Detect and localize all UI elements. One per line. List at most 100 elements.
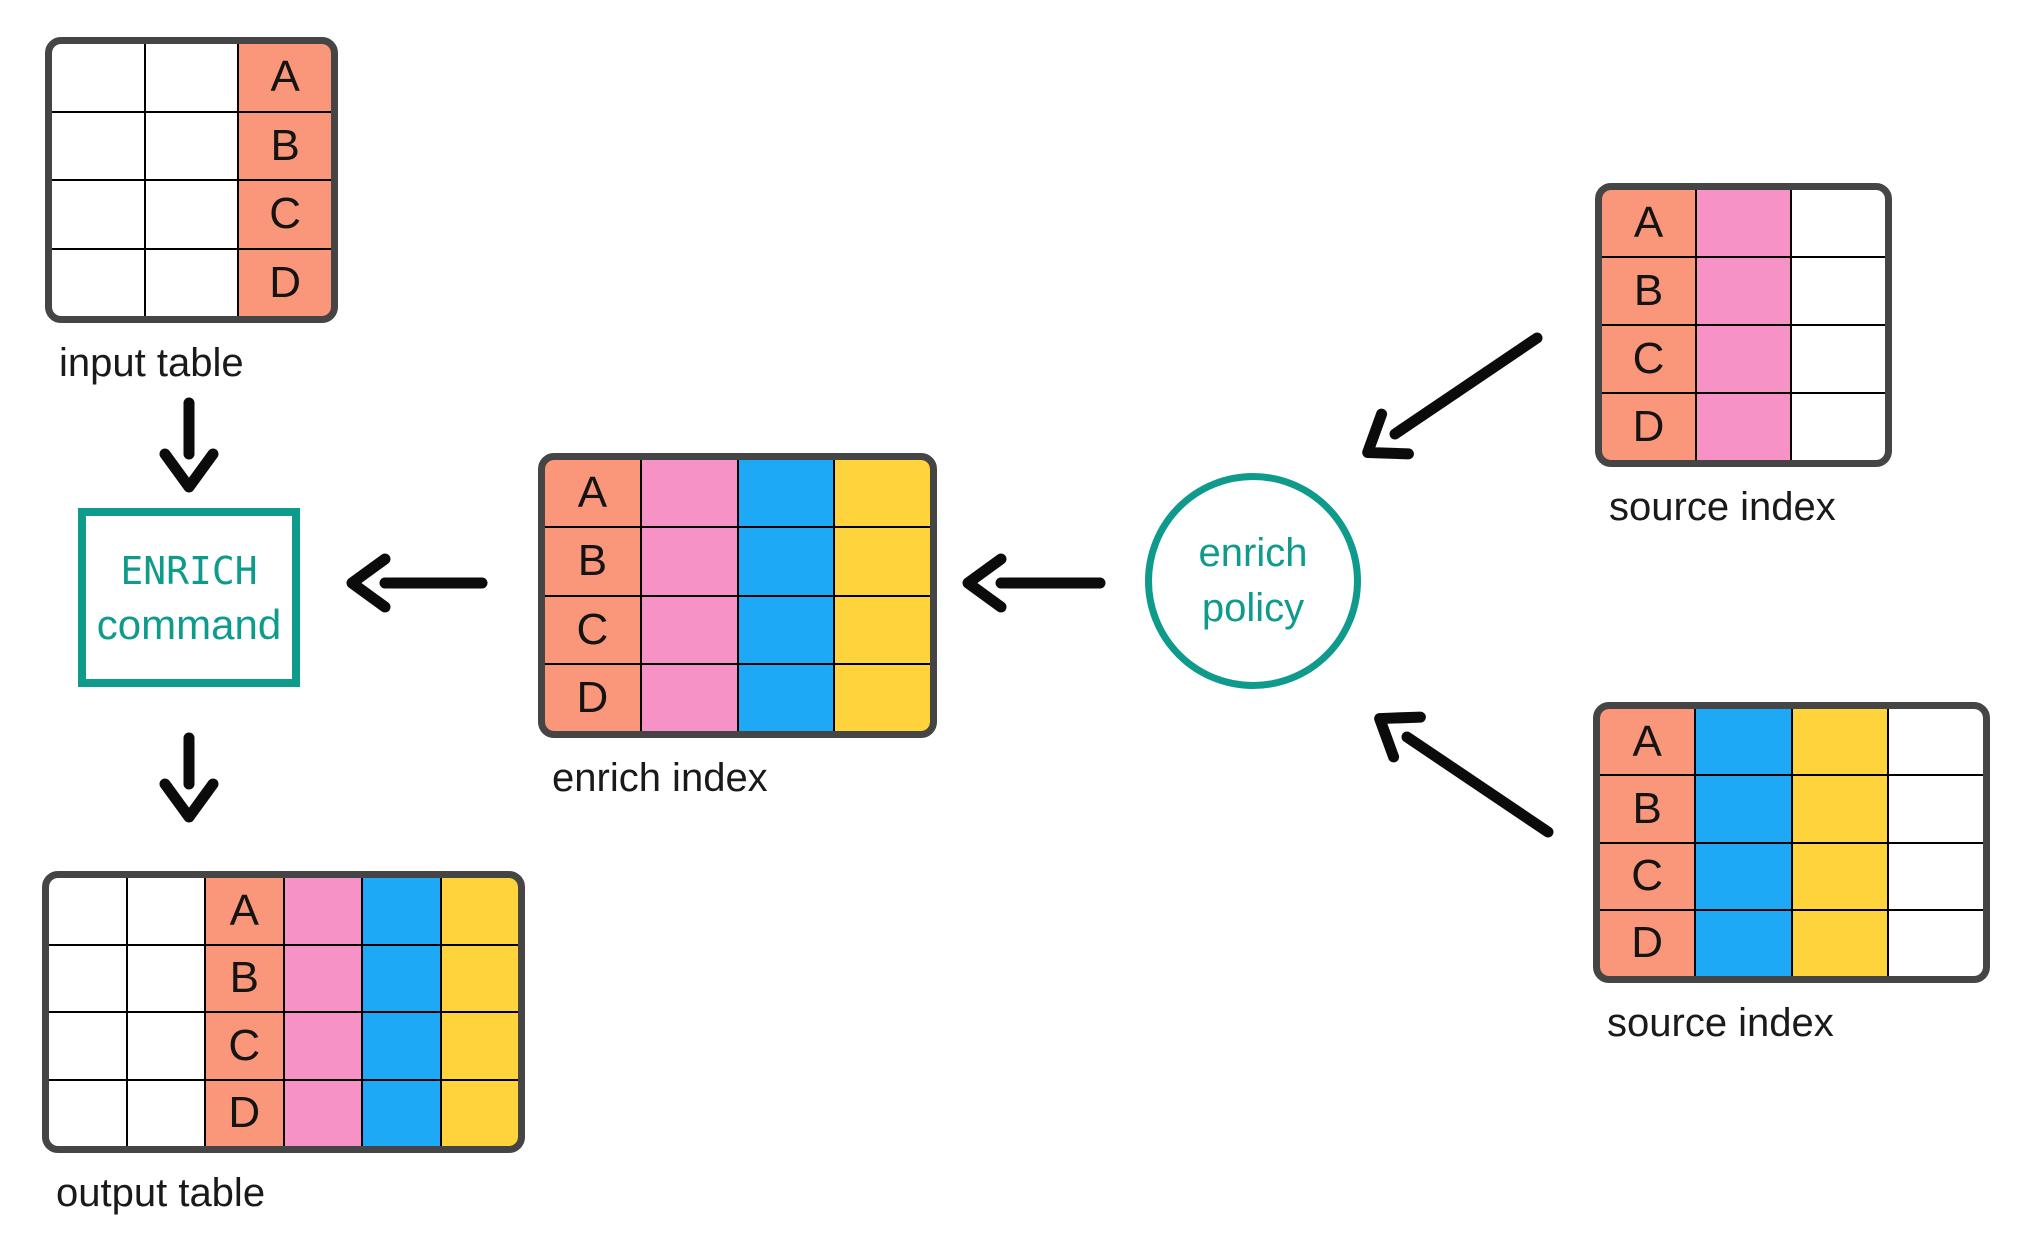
table-cell bbox=[52, 112, 144, 179]
table-cell bbox=[363, 1080, 440, 1146]
table-cell bbox=[641, 528, 737, 595]
enrich-command-box: ENRICH command bbox=[78, 508, 300, 687]
table-cell bbox=[1888, 776, 1983, 842]
table-cell bbox=[145, 112, 238, 179]
table-cell bbox=[1696, 776, 1791, 842]
table-cell: D bbox=[1600, 910, 1695, 976]
table-cell bbox=[835, 596, 930, 663]
table-cell: B bbox=[206, 945, 283, 1011]
output-table-label: output table bbox=[56, 1171, 266, 1215]
enrich-command-line2: command bbox=[96, 600, 282, 648]
table-cell bbox=[1697, 258, 1790, 324]
table-cell bbox=[1696, 709, 1791, 775]
table-cell: A bbox=[206, 878, 283, 944]
table-cell bbox=[1792, 326, 1885, 392]
table-cell bbox=[1792, 258, 1885, 324]
table-cell bbox=[1792, 394, 1885, 460]
table-cell bbox=[52, 181, 144, 248]
table-cell bbox=[49, 1080, 126, 1146]
table-cell bbox=[49, 1013, 126, 1079]
table-cell bbox=[738, 664, 834, 731]
table-cell bbox=[127, 1080, 204, 1146]
table-cell: A bbox=[1602, 190, 1695, 256]
table-cell bbox=[145, 181, 238, 248]
table-cell: B bbox=[1600, 776, 1695, 842]
source-index-top-label: source index bbox=[1609, 485, 1836, 529]
table-cell: C bbox=[1600, 843, 1695, 909]
table-cell bbox=[441, 945, 518, 1011]
table-cell bbox=[1697, 190, 1790, 256]
table-cell bbox=[49, 945, 126, 1011]
table-cell bbox=[363, 878, 440, 944]
enrich-policy-circle: enrich policy bbox=[1145, 473, 1361, 689]
table-cell bbox=[284, 878, 361, 944]
table-cell bbox=[52, 44, 144, 111]
table-cell bbox=[835, 528, 930, 595]
enrich-command-line1: ENRICH bbox=[120, 548, 258, 593]
table-cell bbox=[641, 460, 737, 527]
table-cell bbox=[641, 596, 737, 663]
table-cell: D bbox=[239, 249, 331, 316]
table-cell bbox=[145, 44, 238, 111]
table-cell bbox=[1888, 910, 1983, 976]
table-cell bbox=[738, 596, 834, 663]
table-cell bbox=[441, 878, 518, 944]
table-cell: B bbox=[545, 528, 640, 595]
table-cell: C bbox=[545, 596, 640, 663]
table-cell bbox=[1697, 326, 1790, 392]
table-cell: D bbox=[206, 1080, 283, 1146]
input-table-label: input table bbox=[59, 341, 244, 385]
enrich-index-table-label: enrich index bbox=[552, 756, 768, 800]
table-cell: C bbox=[1602, 326, 1695, 392]
table-cell: D bbox=[545, 664, 640, 731]
table-cell bbox=[1792, 910, 1887, 976]
table-cell: A bbox=[239, 44, 331, 111]
table-cell bbox=[738, 528, 834, 595]
table-cell bbox=[49, 878, 126, 944]
table-cell bbox=[1792, 709, 1887, 775]
table-cell: B bbox=[1602, 258, 1695, 324]
table-cell bbox=[52, 249, 144, 316]
table-cell bbox=[738, 460, 834, 527]
table-cell bbox=[127, 878, 204, 944]
table-cell: C bbox=[206, 1013, 283, 1079]
table-cell: B bbox=[239, 112, 331, 179]
enrich-policy-line1: enrich bbox=[1198, 531, 1308, 575]
table-cell bbox=[363, 945, 440, 1011]
table-cell: A bbox=[1600, 709, 1695, 775]
table-cell bbox=[1792, 190, 1885, 256]
arrow-source-top-to-enrich-policy bbox=[1362, 332, 1543, 460]
table-cell bbox=[835, 664, 930, 731]
source-index-bottom-label: source index bbox=[1607, 1001, 1834, 1045]
table-cell bbox=[1696, 910, 1791, 976]
table-cell bbox=[127, 1013, 204, 1079]
table-cell bbox=[284, 1013, 361, 1079]
table-cell bbox=[441, 1013, 518, 1079]
arrow-source-bottom-to-enrich-policy bbox=[1374, 711, 1554, 838]
table-cell bbox=[835, 460, 930, 527]
table-cell bbox=[1792, 843, 1887, 909]
table-cell: C bbox=[239, 181, 331, 248]
table-cell bbox=[127, 945, 204, 1011]
table-cell: D bbox=[1602, 394, 1695, 460]
table-cell bbox=[1888, 709, 1983, 775]
table-cell bbox=[284, 945, 361, 1011]
enrich-policy-line2: policy bbox=[1201, 586, 1305, 630]
table-cell bbox=[1888, 843, 1983, 909]
table-cell bbox=[441, 1080, 518, 1146]
table-cell: A bbox=[545, 460, 640, 527]
